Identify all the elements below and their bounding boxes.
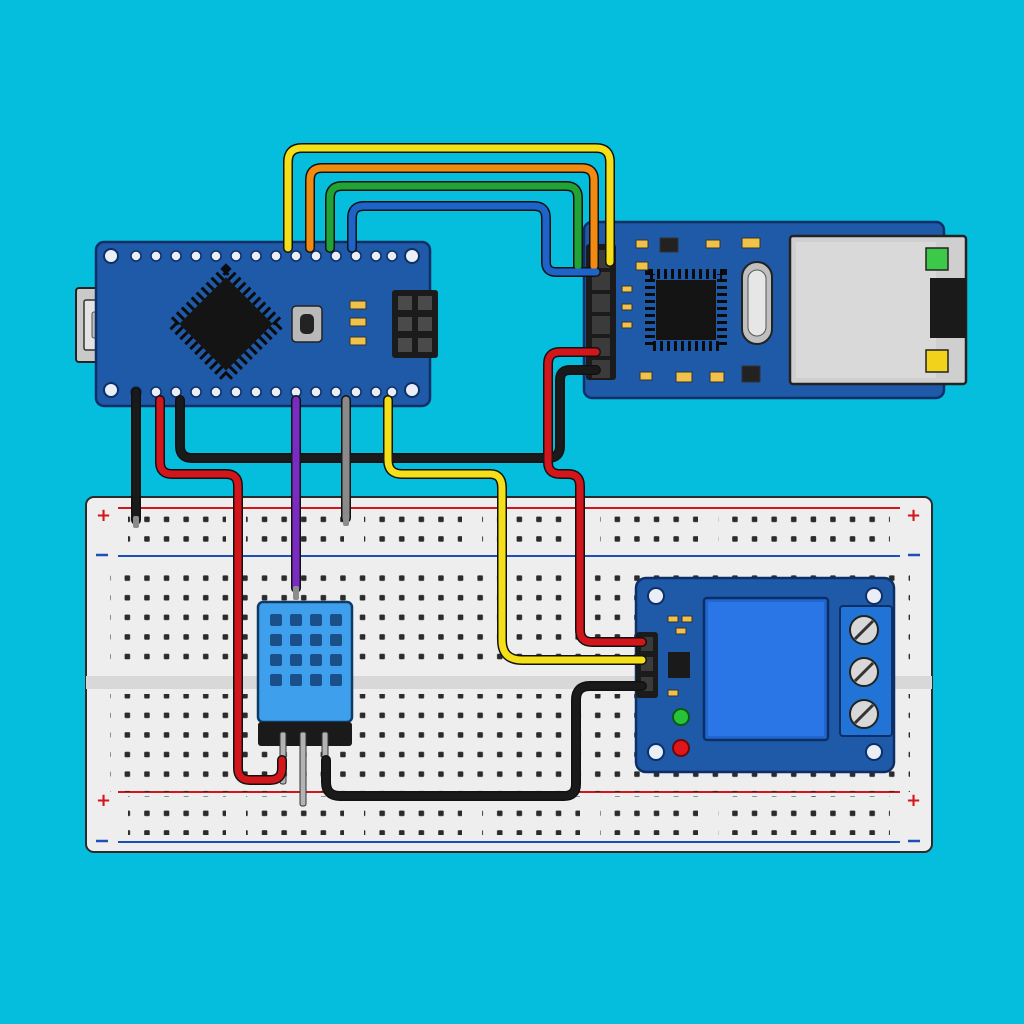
arduino-nano [75, 240, 438, 408]
activity-led-yellow [925, 349, 949, 373]
wire-orange [306, 164, 598, 270]
relay-screw-terminal [839, 605, 893, 737]
wire-tips [133, 514, 349, 600]
ethernet-smd-parts [621, 237, 761, 383]
relay-status-led [672, 739, 690, 757]
smd-resistor [349, 300, 367, 310]
rail-sign-bottom-left: + [96, 790, 111, 811]
smd-resistor [349, 317, 367, 327]
rail-sign-bottom-right: + [906, 790, 921, 811]
wire-red-relay-vcc [544, 348, 646, 646]
wire-green [326, 182, 582, 270]
wire-blue [348, 202, 600, 276]
rail-sign-top-right: + [906, 505, 921, 526]
wire-black-relay-gnd [322, 682, 646, 800]
reset-button [291, 305, 323, 343]
ethernet-module [582, 220, 968, 400]
link-led-green [925, 247, 949, 271]
wire-yellow-top [284, 144, 614, 266]
nano-top-header [130, 250, 398, 262]
relay-module [634, 576, 896, 774]
relay-power-led [672, 708, 690, 726]
bottom-rail-holes [128, 796, 890, 835]
wire-black-ethernet-gnd [176, 366, 600, 462]
rj45-jack [788, 234, 968, 386]
wire-yellow-relay-signal [384, 396, 646, 664]
rj45-socket [930, 278, 966, 338]
relay-driver-ic [668, 652, 690, 678]
dht-pin [299, 731, 307, 807]
wires [131, 143, 647, 801]
icsp-header [392, 290, 438, 358]
ethernet-controller-chip [645, 269, 727, 351]
rail-sign-top-left: + [96, 505, 111, 526]
smd-resistor [349, 336, 367, 346]
wire-red-dht-vcc [156, 396, 286, 784]
